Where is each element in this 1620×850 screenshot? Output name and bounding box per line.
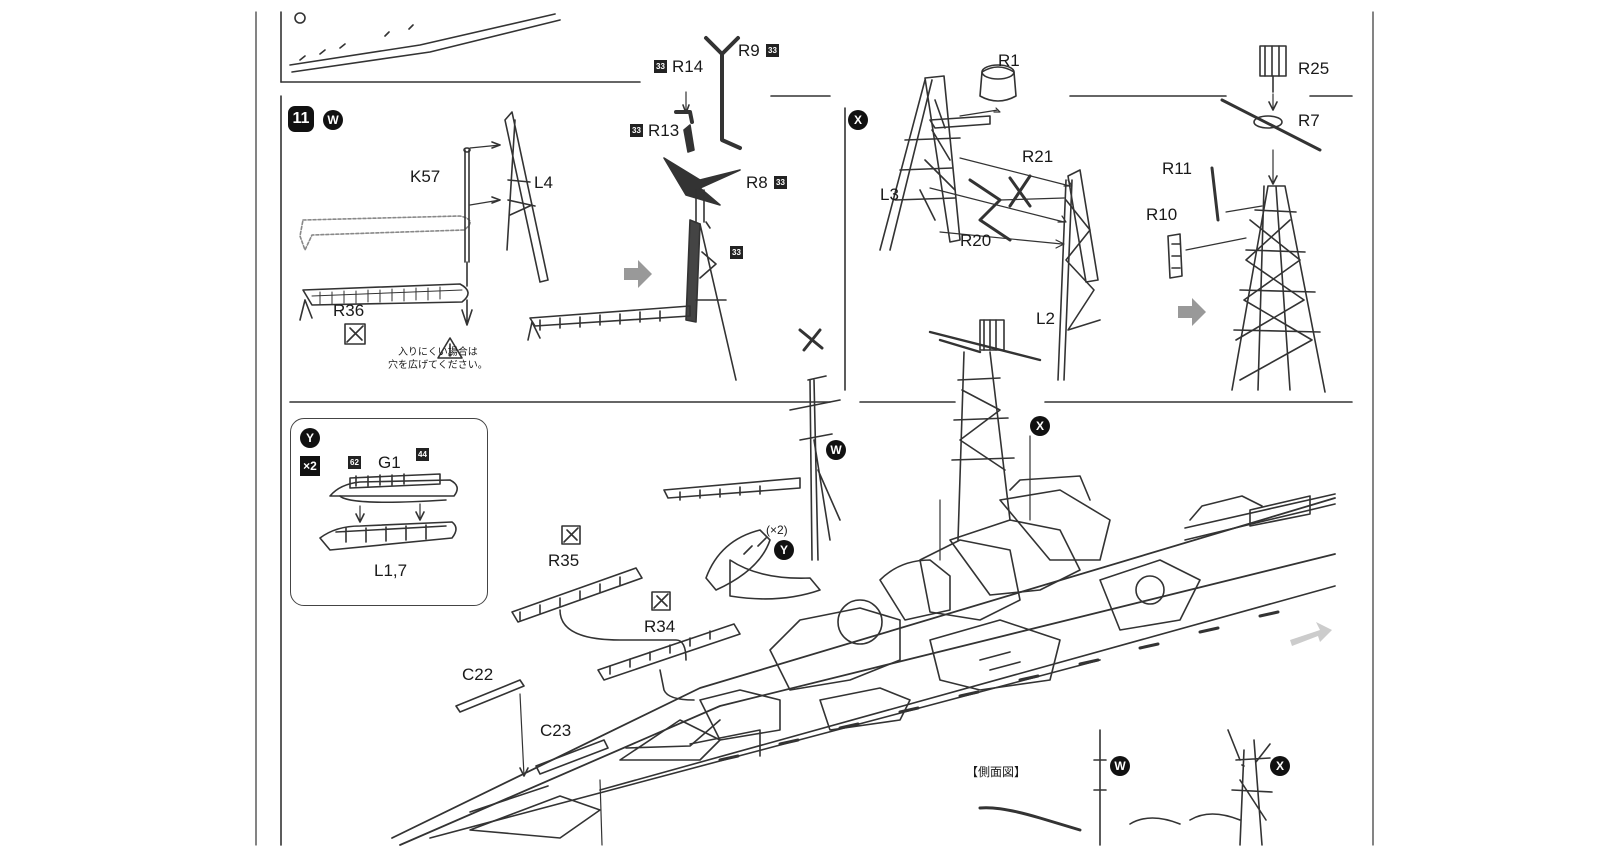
brace-r21	[1008, 174, 1032, 208]
label-l4: L4	[534, 173, 553, 192]
pin-k57	[461, 147, 473, 326]
marker-x-ship-icon: X	[1030, 416, 1050, 436]
color-code-g1-b: 44	[416, 448, 429, 461]
rail-r35	[511, 567, 687, 661]
rail-c22	[455, 679, 529, 777]
color-code-r8: 33	[774, 176, 787, 189]
rail-c23	[535, 739, 609, 846]
crane-arm-r36	[299, 283, 469, 321]
assembled-tower-x	[1185, 149, 1326, 393]
boat-g1	[329, 473, 458, 504]
quantity-badge: ×2	[300, 456, 320, 476]
label-c22: C22	[462, 665, 494, 684]
label-r10: R10	[1146, 205, 1178, 224]
previous-hull	[289, 12, 561, 73]
ship-tower-w	[663, 328, 841, 561]
yard-r7	[1220, 98, 1322, 152]
crane-arm-ghost	[299, 215, 471, 251]
hole-warning-note: 入りにくい場合は 穴を広げてください。	[388, 346, 488, 372]
warning-triangle-icon	[437, 337, 463, 359]
step-number-badge: 11	[288, 106, 314, 132]
color-code-g1-a: 62	[348, 456, 361, 469]
color-code-post: 33	[730, 246, 743, 259]
ship-tower-x	[928, 319, 1042, 561]
marker-w-icon: W	[323, 110, 343, 130]
marker-y-icon: Y	[300, 428, 320, 448]
label-r9: R9	[738, 41, 760, 60]
aerial-r25	[1259, 45, 1287, 111]
cap-r1	[979, 64, 1017, 102]
label-r13: R13	[648, 121, 680, 140]
label-r36: R36	[333, 301, 365, 320]
boat-l17	[319, 503, 457, 551]
pole-r11	[1210, 166, 1220, 222]
step-arrow-x	[1178, 298, 1206, 326]
page-frame	[255, 11, 1374, 846]
side-view-label: 【側面図】	[966, 765, 1027, 779]
label-l2: L2	[1036, 309, 1055, 328]
label-r1: R1	[998, 51, 1020, 70]
hole-warning-line-1: 入りにくい場合は	[397, 347, 478, 358]
side-view	[978, 729, 1273, 846]
marker-x-icon: X	[848, 110, 868, 130]
hole-warning-line-2: 穴を広げてください。	[388, 360, 488, 371]
label-l17: L1,7	[374, 561, 408, 580]
no-glue-icon-r34	[651, 591, 671, 611]
label-r35: R35	[548, 551, 580, 570]
label-r21: R21	[1022, 147, 1054, 166]
aft-gun	[469, 719, 721, 839]
marker-y-ship-icon: Y	[774, 540, 794, 560]
step-arrow	[624, 260, 652, 288]
color-code-r9: 33	[766, 44, 779, 57]
boat-inset-frame	[290, 418, 488, 606]
label-r20: R20	[960, 231, 992, 250]
no-glue-icon-r35	[561, 525, 581, 545]
platform-r10	[1167, 233, 1183, 279]
color-code-r14: 33	[654, 60, 667, 73]
direction-arrow	[1290, 622, 1332, 646]
superstructure	[689, 475, 1201, 757]
marker-w-side-icon: W	[1110, 756, 1130, 776]
color-code-r13: 33	[630, 124, 643, 137]
label-r11: R11	[1162, 159, 1192, 178]
tower-l3	[879, 75, 991, 251]
label-c23: C23	[540, 721, 572, 740]
ship-hull	[391, 493, 1336, 846]
label-r8: R8	[746, 173, 768, 192]
no-glue-icon	[344, 323, 366, 345]
marker-w-ship-icon: W	[826, 440, 846, 460]
label-l3: L3	[880, 185, 899, 204]
crane-mast-assembly	[527, 36, 742, 381]
label-r14: R14	[672, 57, 704, 76]
marker-x-side-icon: X	[1270, 756, 1290, 776]
ship-boats	[705, 529, 821, 600]
label-g1: G1	[378, 453, 401, 472]
label-k57: K57	[410, 167, 441, 186]
x-arrows	[929, 107, 1073, 249]
label-r25: R25	[1298, 59, 1330, 78]
post-l4	[469, 111, 549, 283]
brace-r20	[968, 178, 1012, 242]
tower-l2	[1057, 169, 1101, 381]
label-r7: R7	[1298, 111, 1320, 130]
label-r34: R34	[644, 617, 676, 636]
rail-r34	[597, 623, 741, 701]
quantity-note: (×2)	[766, 523, 788, 537]
